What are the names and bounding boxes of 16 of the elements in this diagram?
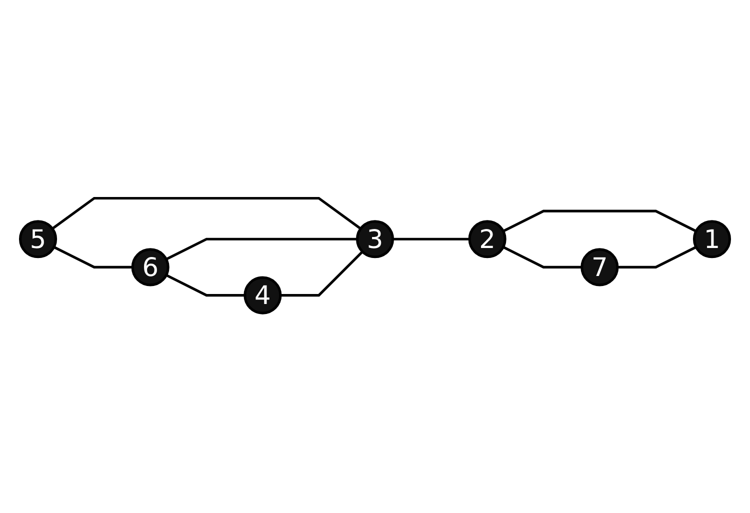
connector	[280, 250, 364, 297]
connector	[52, 197, 362, 230]
connector	[617, 246, 697, 269]
connector	[166, 238, 358, 261]
node-circle: 3	[356, 220, 394, 258]
connector	[392, 238, 470, 241]
node-circle: 6	[131, 248, 170, 286]
node-circle: 7	[580, 248, 619, 286]
node-circle: 4	[244, 276, 282, 314]
connector	[502, 210, 697, 232]
connector	[166, 274, 245, 297]
node-circle: 2	[468, 220, 506, 258]
node-circle: 5	[19, 220, 58, 258]
node-circle: 1	[692, 220, 731, 258]
connector	[53, 246, 133, 269]
connector	[502, 246, 582, 269]
